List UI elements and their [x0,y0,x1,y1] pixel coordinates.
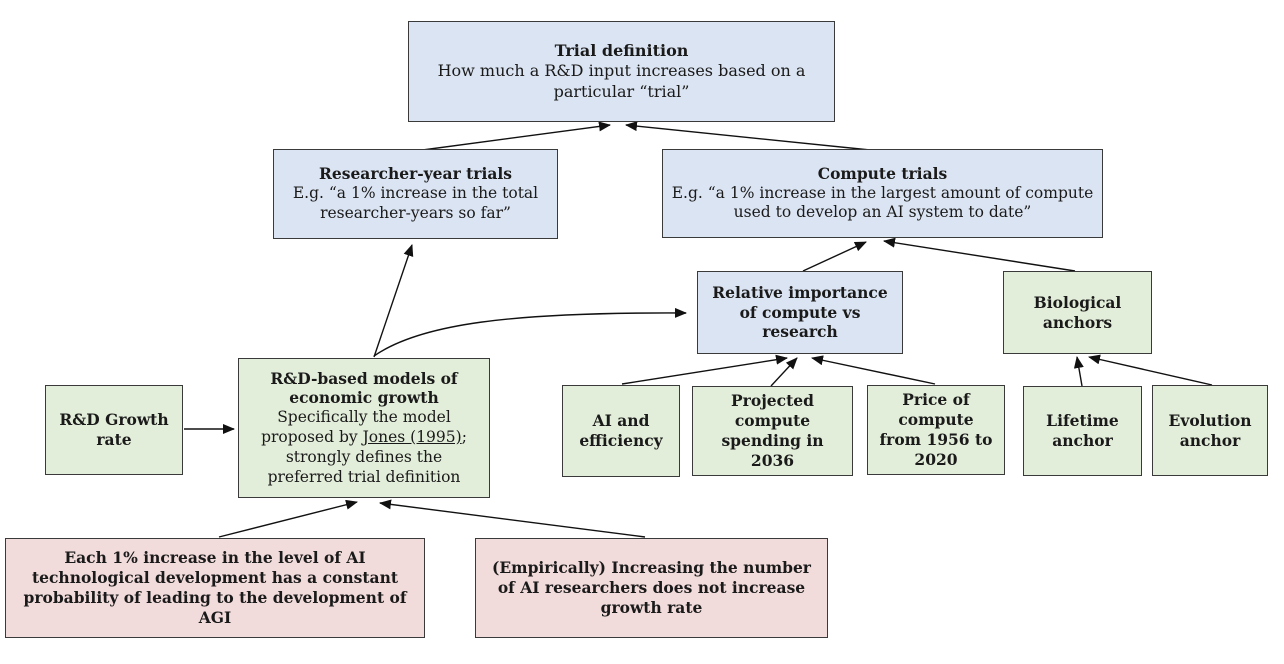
node-title: Lifetime anchor [1046,411,1119,450]
node-title: Relative importance of compute vs resear… [712,282,888,342]
node-biological-anchors: Biological anchors [1003,271,1152,354]
node-title: Each 1% increase in the level of AI tech… [23,548,407,627]
node-ai-and-efficiency: AI and efficiency [562,385,680,477]
arrow-agi-probability-to-rd-models [218,499,358,538]
node-title: Compute trials [817,163,948,183]
node-title: Biological anchors [1033,292,1122,332]
arrow-researcher-year-to-trial-definition [414,121,611,152]
node-title: Researcher-year trials [318,164,513,184]
node-title: R&D Growth rate [59,410,169,449]
node-title: Price of compute from 1956 to 2020 [879,390,993,469]
node-title: AI and efficiency [579,411,663,450]
node-price-of-compute: Price of compute from 1956 to 2020 [867,385,1005,475]
node-rd-models: R&D-based models of economic growth Spec… [238,358,490,498]
arrow-relative-importance-to-compute-trials [802,241,867,272]
node-evolution-anchor: Evolution anchor [1152,385,1268,476]
jones-1995-link[interactable]: Jones (1995) [362,428,462,446]
arrow-lifetime-to-biological-anchors [1073,356,1084,387]
arrow-rd-models-to-researcher-year [373,244,414,358]
node-body: E.g. “a 1% increase in the largest amoun… [671,183,1094,222]
node-body-text: Specifically the model proposed by [261,408,451,446]
node-researcher-year-trials: Researcher-year trials E.g. “a 1% increa… [273,149,558,239]
node-lifetime-anchor: Lifetime anchor [1023,386,1142,476]
arrow-compute-trials-to-trial-definition [625,121,881,152]
node-title: Evolution anchor [1168,410,1252,450]
arrow-empirical-growth-to-rd-models [379,499,646,538]
node-title: Trial definition [554,40,689,60]
arrow-evolution-to-biological-anchors [1088,354,1213,386]
node-agi-probability: Each 1% increase in the level of AI tech… [5,538,425,638]
node-compute-trials: Compute trials E.g. “a 1% increase in th… [662,149,1103,238]
node-trial-definition: Trial definition How much a R&D input in… [408,21,835,122]
arrow-ai-efficiency-to-relative-importance [621,354,788,385]
node-projected-compute-spending: Projected compute spending in 2036 [692,386,853,476]
arrow-biological-anchors-to-compute-trials [883,237,1076,272]
arrow-projected-compute-to-relative-importance [770,357,798,387]
node-body-text: ; strongly defines the preferred trial d… [267,428,467,486]
node-title: R&D-based models of economic growth [270,368,458,408]
node-title: (Empirically) Increasing the number of A… [492,558,811,617]
node-relative-importance: Relative importance of compute vs resear… [697,271,903,354]
node-empirical-growth: (Empirically) Increasing the number of A… [475,538,828,638]
node-body: E.g. “a 1% increase in the total researc… [292,184,539,222]
node-body: How much a R&D input increases based on … [437,61,806,101]
arrow-rd-models-to-relative-importance [373,307,687,357]
node-body: Specifically the model proposed by Jones… [247,408,481,487]
node-title: Projected compute spending in 2036 [721,391,824,470]
arrow-price-compute-to-relative-importance [811,355,936,385]
node-rd-growth-rate: R&D Growth rate [45,385,183,475]
